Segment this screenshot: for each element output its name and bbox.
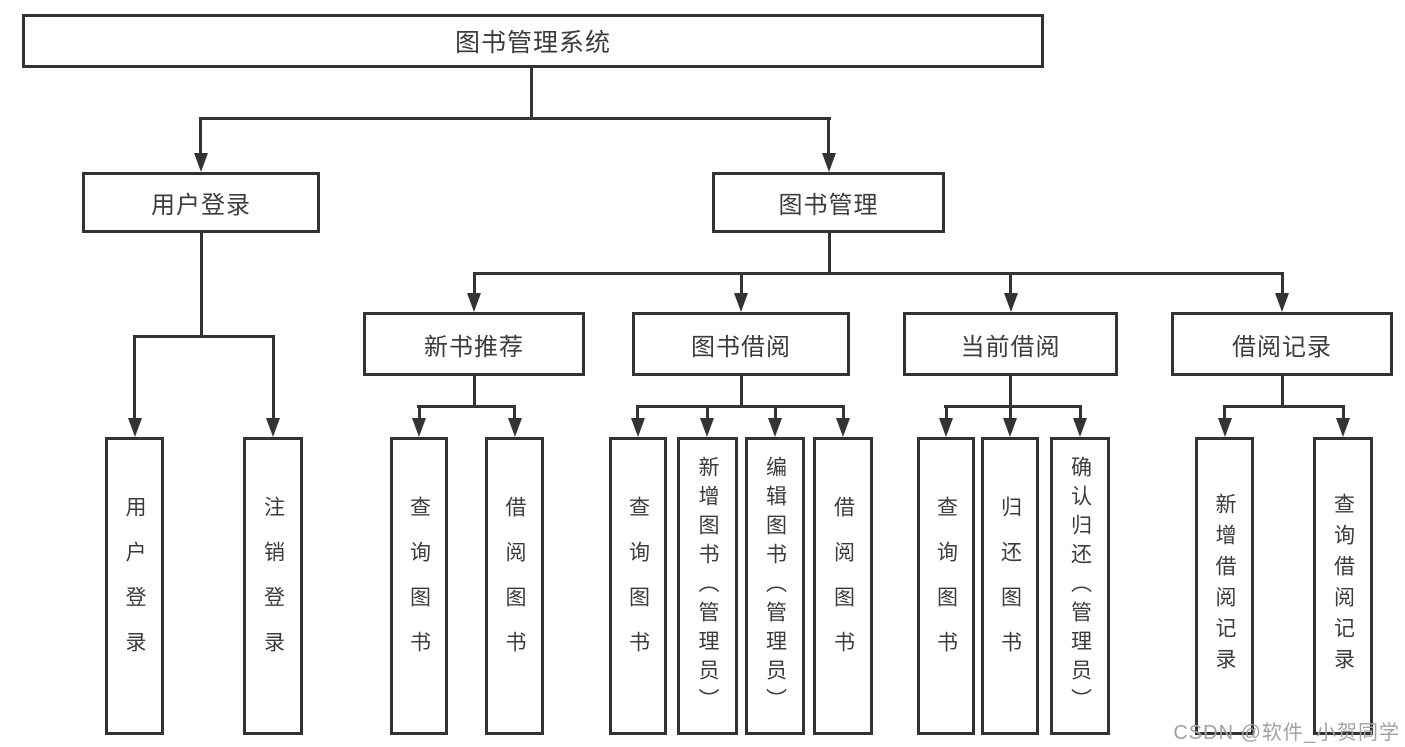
leaf-edit-books-admin: 编辑图书（管理员） bbox=[745, 437, 805, 735]
node-label: 借阅图书 bbox=[503, 496, 526, 676]
connector-line bbox=[1009, 405, 1012, 419]
leaf-borrow-books-borrowing: 借阅图书 bbox=[813, 437, 873, 735]
connector-line bbox=[1281, 376, 1284, 405]
leaf-add-borrowing-record: 新增借阅记录 bbox=[1195, 437, 1254, 735]
arrowhead-down bbox=[1073, 418, 1087, 437]
connector-line bbox=[774, 405, 777, 419]
connector-line bbox=[1281, 272, 1284, 294]
arrowhead-down bbox=[1218, 418, 1232, 437]
leaf-return-books: 归还图书 bbox=[981, 437, 1039, 735]
leaf-borrow-books-recommend: 借阅图书 bbox=[485, 437, 544, 735]
connector-line bbox=[513, 405, 516, 419]
arrowhead-down bbox=[836, 418, 850, 437]
arrowhead-down bbox=[768, 418, 782, 437]
arrowhead-down bbox=[128, 418, 142, 437]
arrowhead-down bbox=[700, 418, 714, 437]
connector-line bbox=[418, 405, 421, 419]
node-label: 确认归还（管理员） bbox=[1068, 455, 1092, 717]
leaf-query-books-current: 查询图书 bbox=[917, 437, 975, 735]
arrowhead-down bbox=[1003, 418, 1017, 437]
connector-line bbox=[1079, 405, 1082, 419]
arrowhead-down bbox=[412, 418, 426, 437]
node-library-management-system: 图书管理系统 bbox=[22, 14, 1044, 68]
node-label: 查询图书 bbox=[626, 496, 650, 676]
connector-line bbox=[945, 405, 948, 419]
leaf-add-books-admin: 新增图书（管理员） bbox=[677, 437, 738, 735]
node-label: 查询图书 bbox=[407, 496, 431, 676]
node-label: 编辑图书（管理员） bbox=[763, 455, 787, 717]
node-label: 查询图书 bbox=[934, 496, 958, 676]
arrowhead-down bbox=[1275, 293, 1289, 312]
connector-line bbox=[636, 405, 639, 419]
node-label: 用户登录 bbox=[151, 192, 251, 219]
arrowhead-down bbox=[266, 418, 280, 437]
node-borrowing-records: 借阅记录 bbox=[1171, 312, 1393, 376]
connector-line bbox=[1223, 405, 1226, 419]
connector-line bbox=[828, 233, 831, 272]
connector-line bbox=[706, 405, 709, 419]
arrowhead-down bbox=[631, 418, 645, 437]
connector-line bbox=[1223, 405, 1345, 408]
connector-line bbox=[530, 68, 533, 117]
node-label: 借阅记录 bbox=[1232, 333, 1332, 361]
connector-line bbox=[842, 405, 845, 419]
node-label: 借阅图书 bbox=[831, 496, 855, 676]
node-book-management: 图书管理 bbox=[712, 172, 945, 233]
node-label: 新增图书（管理员） bbox=[696, 455, 719, 717]
connector-line bbox=[200, 233, 203, 335]
connector-line bbox=[827, 117, 830, 155]
node-label: 图书管理 bbox=[778, 192, 879, 219]
connector-line bbox=[417, 405, 516, 408]
leaf-user-login: 用户登录 bbox=[105, 437, 164, 735]
leaf-confirm-return-admin: 确认归还（管理员） bbox=[1050, 437, 1110, 735]
connector-line bbox=[199, 117, 202, 155]
node-label: 查询借阅记录 bbox=[1331, 493, 1355, 679]
connector-line bbox=[272, 335, 275, 418]
node-book-borrowing: 图书借阅 bbox=[632, 312, 850, 376]
connector-line bbox=[200, 117, 831, 120]
node-label: 图书借阅 bbox=[691, 333, 791, 361]
connector-line bbox=[133, 335, 275, 338]
connector-line bbox=[1342, 405, 1345, 419]
watermark: CSDN @软件_小贺同学 bbox=[1173, 722, 1400, 744]
arrowhead-down bbox=[1004, 293, 1018, 312]
node-current-borrowing: 当前借阅 bbox=[903, 312, 1118, 376]
arrowhead-down bbox=[939, 418, 953, 437]
connector-line bbox=[944, 405, 1082, 408]
connector-line bbox=[473, 376, 476, 405]
node-label: 新书推荐 bbox=[424, 333, 524, 361]
connector-line bbox=[636, 405, 845, 408]
connector-line bbox=[473, 272, 476, 294]
leaf-query-books-borrowing: 查询图书 bbox=[609, 437, 667, 735]
node-user-login: 用户登录 bbox=[82, 172, 320, 233]
connector-line bbox=[1009, 376, 1012, 405]
connector-line bbox=[133, 335, 136, 418]
node-label: 归还图书 bbox=[998, 496, 1022, 676]
node-label: 用户登录 bbox=[123, 496, 146, 676]
node-label: 当前借阅 bbox=[960, 333, 1061, 361]
arrowhead-down bbox=[822, 153, 836, 172]
leaf-logout-login: 注销登录 bbox=[243, 437, 303, 735]
connector-line bbox=[740, 272, 743, 294]
arrowhead-down bbox=[194, 153, 208, 172]
arrowhead-down bbox=[467, 293, 481, 312]
arrowhead-down bbox=[508, 418, 522, 437]
arrowhead-down bbox=[734, 293, 748, 312]
connector-line bbox=[473, 272, 1284, 275]
node-label: 注销登录 bbox=[261, 496, 285, 676]
connector-line bbox=[740, 376, 743, 405]
arrowhead-down bbox=[1336, 418, 1350, 437]
node-label: 新增借阅记录 bbox=[1213, 493, 1236, 679]
leaf-query-books-recommend: 查询图书 bbox=[390, 437, 448, 735]
node-new-book-recommendation: 新书推荐 bbox=[363, 312, 585, 376]
connector-line bbox=[1009, 272, 1012, 294]
leaf-query-borrowing-record: 查询借阅记录 bbox=[1313, 437, 1373, 735]
node-label: 图书管理系统 bbox=[454, 29, 611, 57]
